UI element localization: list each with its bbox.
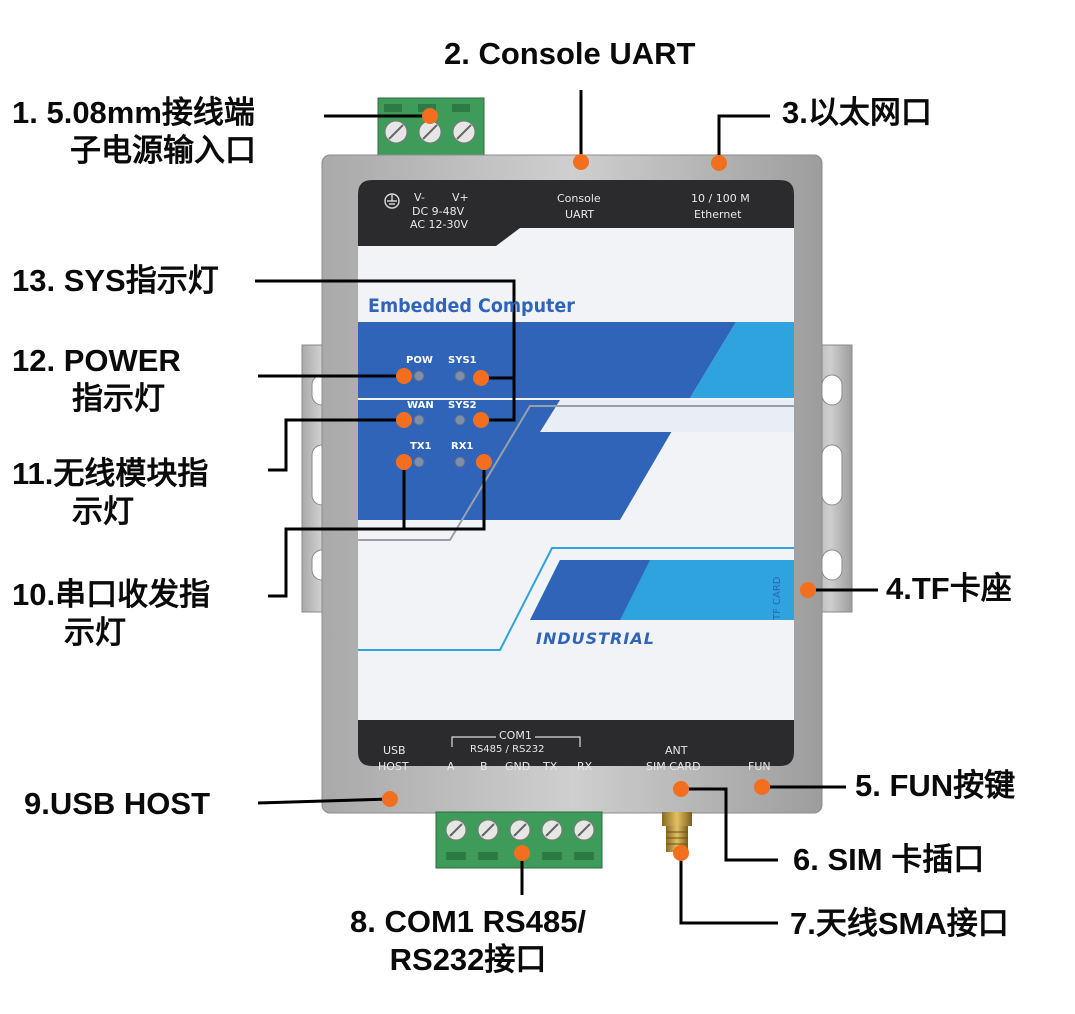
callout-4: 4.TF卡座	[886, 571, 1012, 606]
pow-led-label: POW	[406, 355, 433, 366]
marker-7	[673, 845, 689, 861]
sma-connector	[662, 812, 692, 852]
callout-11: 11.无线模块指 示灯	[12, 455, 208, 531]
callout-13: 13. SYS指示灯	[12, 263, 219, 298]
callout-1-line2: 子电源输入口	[70, 132, 256, 168]
console-label: Console	[557, 192, 601, 205]
callout-8: 8. COM1 RS485/ RS232接口	[350, 903, 586, 979]
power-v-minus-label: V-	[414, 191, 425, 204]
front-label	[358, 180, 794, 766]
callout-12-line1: 12. POWER	[12, 343, 181, 378]
com1-terminal-block	[435, 811, 603, 869]
tf-card-label: TF CARD	[772, 576, 783, 620]
sys2-led	[454, 414, 466, 426]
tx1-led	[413, 456, 425, 468]
callout-12-line2: 指示灯	[72, 380, 165, 416]
pin-a-label: A	[447, 760, 455, 773]
marker-13	[473, 370, 489, 386]
callout-5: 5. FUN按键	[855, 768, 1016, 803]
callout-7: 7.天线SMA接口	[790, 906, 1009, 941]
callout-12: 12. POWER 指示灯	[12, 342, 181, 418]
sys2-led-label: SYS2	[448, 400, 477, 411]
marker-2	[573, 154, 589, 170]
pin-tx-label: TX	[543, 760, 558, 773]
rx1-led	[454, 456, 466, 468]
callout-8-line1: 8. COM1 RS485/	[350, 904, 587, 939]
sim-card-label: SIM CARD	[646, 760, 701, 773]
usb-label: USB	[383, 744, 406, 757]
com1-title: COM1	[496, 729, 535, 744]
wan-led-label: WAN	[407, 400, 434, 411]
pow-led	[413, 370, 425, 382]
marker-10b	[476, 454, 492, 470]
marker-12	[396, 368, 412, 384]
marker-4	[800, 582, 816, 598]
brand-title: Embedded Computer	[368, 295, 575, 317]
usb-host-label: HOST	[378, 760, 409, 773]
ethernet-label: Ethernet	[694, 208, 742, 221]
marker-1	[422, 108, 438, 124]
marker-9	[382, 791, 398, 807]
callout-11-line2: 示灯	[72, 493, 134, 529]
ant-label: ANT	[665, 744, 688, 757]
callout-1: 1. 5.08mm接线端 子电源输入口	[12, 94, 256, 170]
marker-10a	[396, 454, 412, 470]
sys1-led-label: SYS1	[448, 355, 477, 366]
earth-icon	[384, 193, 400, 209]
fun-label: FUN	[748, 760, 771, 773]
marker-3	[711, 155, 727, 171]
marker-5	[754, 779, 770, 795]
pin-gnd-label: GND	[505, 760, 531, 773]
marker-11	[396, 412, 412, 428]
pin-b-label: B	[480, 760, 488, 773]
callout-2: 2. Console UART	[444, 36, 696, 71]
sys1-led	[454, 370, 466, 382]
callout-10-line1: 10.串口收发指	[12, 577, 211, 612]
tx1-led-label: TX1	[410, 441, 432, 452]
marker-8	[514, 845, 530, 861]
power-dc-label: DC 9-48V	[412, 205, 465, 218]
rx1-led-label: RX1	[451, 441, 474, 452]
callout-3: 3.以太网口	[782, 95, 932, 130]
power-terminal-block	[377, 97, 485, 157]
callout-11-line1: 11.无线模块指	[12, 456, 209, 491]
ethernet-speed-label: 10 / 100 M	[691, 192, 750, 205]
uart-label: UART	[565, 208, 595, 221]
callout-10-line2: 示灯	[64, 614, 126, 650]
pin-rx-label: RX	[577, 760, 593, 773]
led-group	[413, 370, 466, 468]
marker-6	[673, 781, 689, 797]
power-v-plus-label: V+	[452, 191, 469, 204]
com1-subtitle: RS485 / RS232	[470, 744, 545, 755]
marker-13b	[473, 412, 489, 428]
callout-markers	[382, 108, 816, 861]
callout-9: 9.USB HOST	[24, 786, 211, 821]
callout-1-line1: 1. 5.08mm接线端	[12, 95, 255, 130]
wan-led	[413, 414, 425, 426]
callout-8-line2: RS232接口	[389, 941, 547, 977]
callout-6: 6. SIM 卡插口	[793, 842, 985, 877]
power-ac-label: AC 12-30V	[410, 218, 468, 231]
callout-10: 10.串口收发指 示灯	[12, 576, 210, 652]
industrial-label: INDUSTRIAL	[536, 629, 655, 648]
